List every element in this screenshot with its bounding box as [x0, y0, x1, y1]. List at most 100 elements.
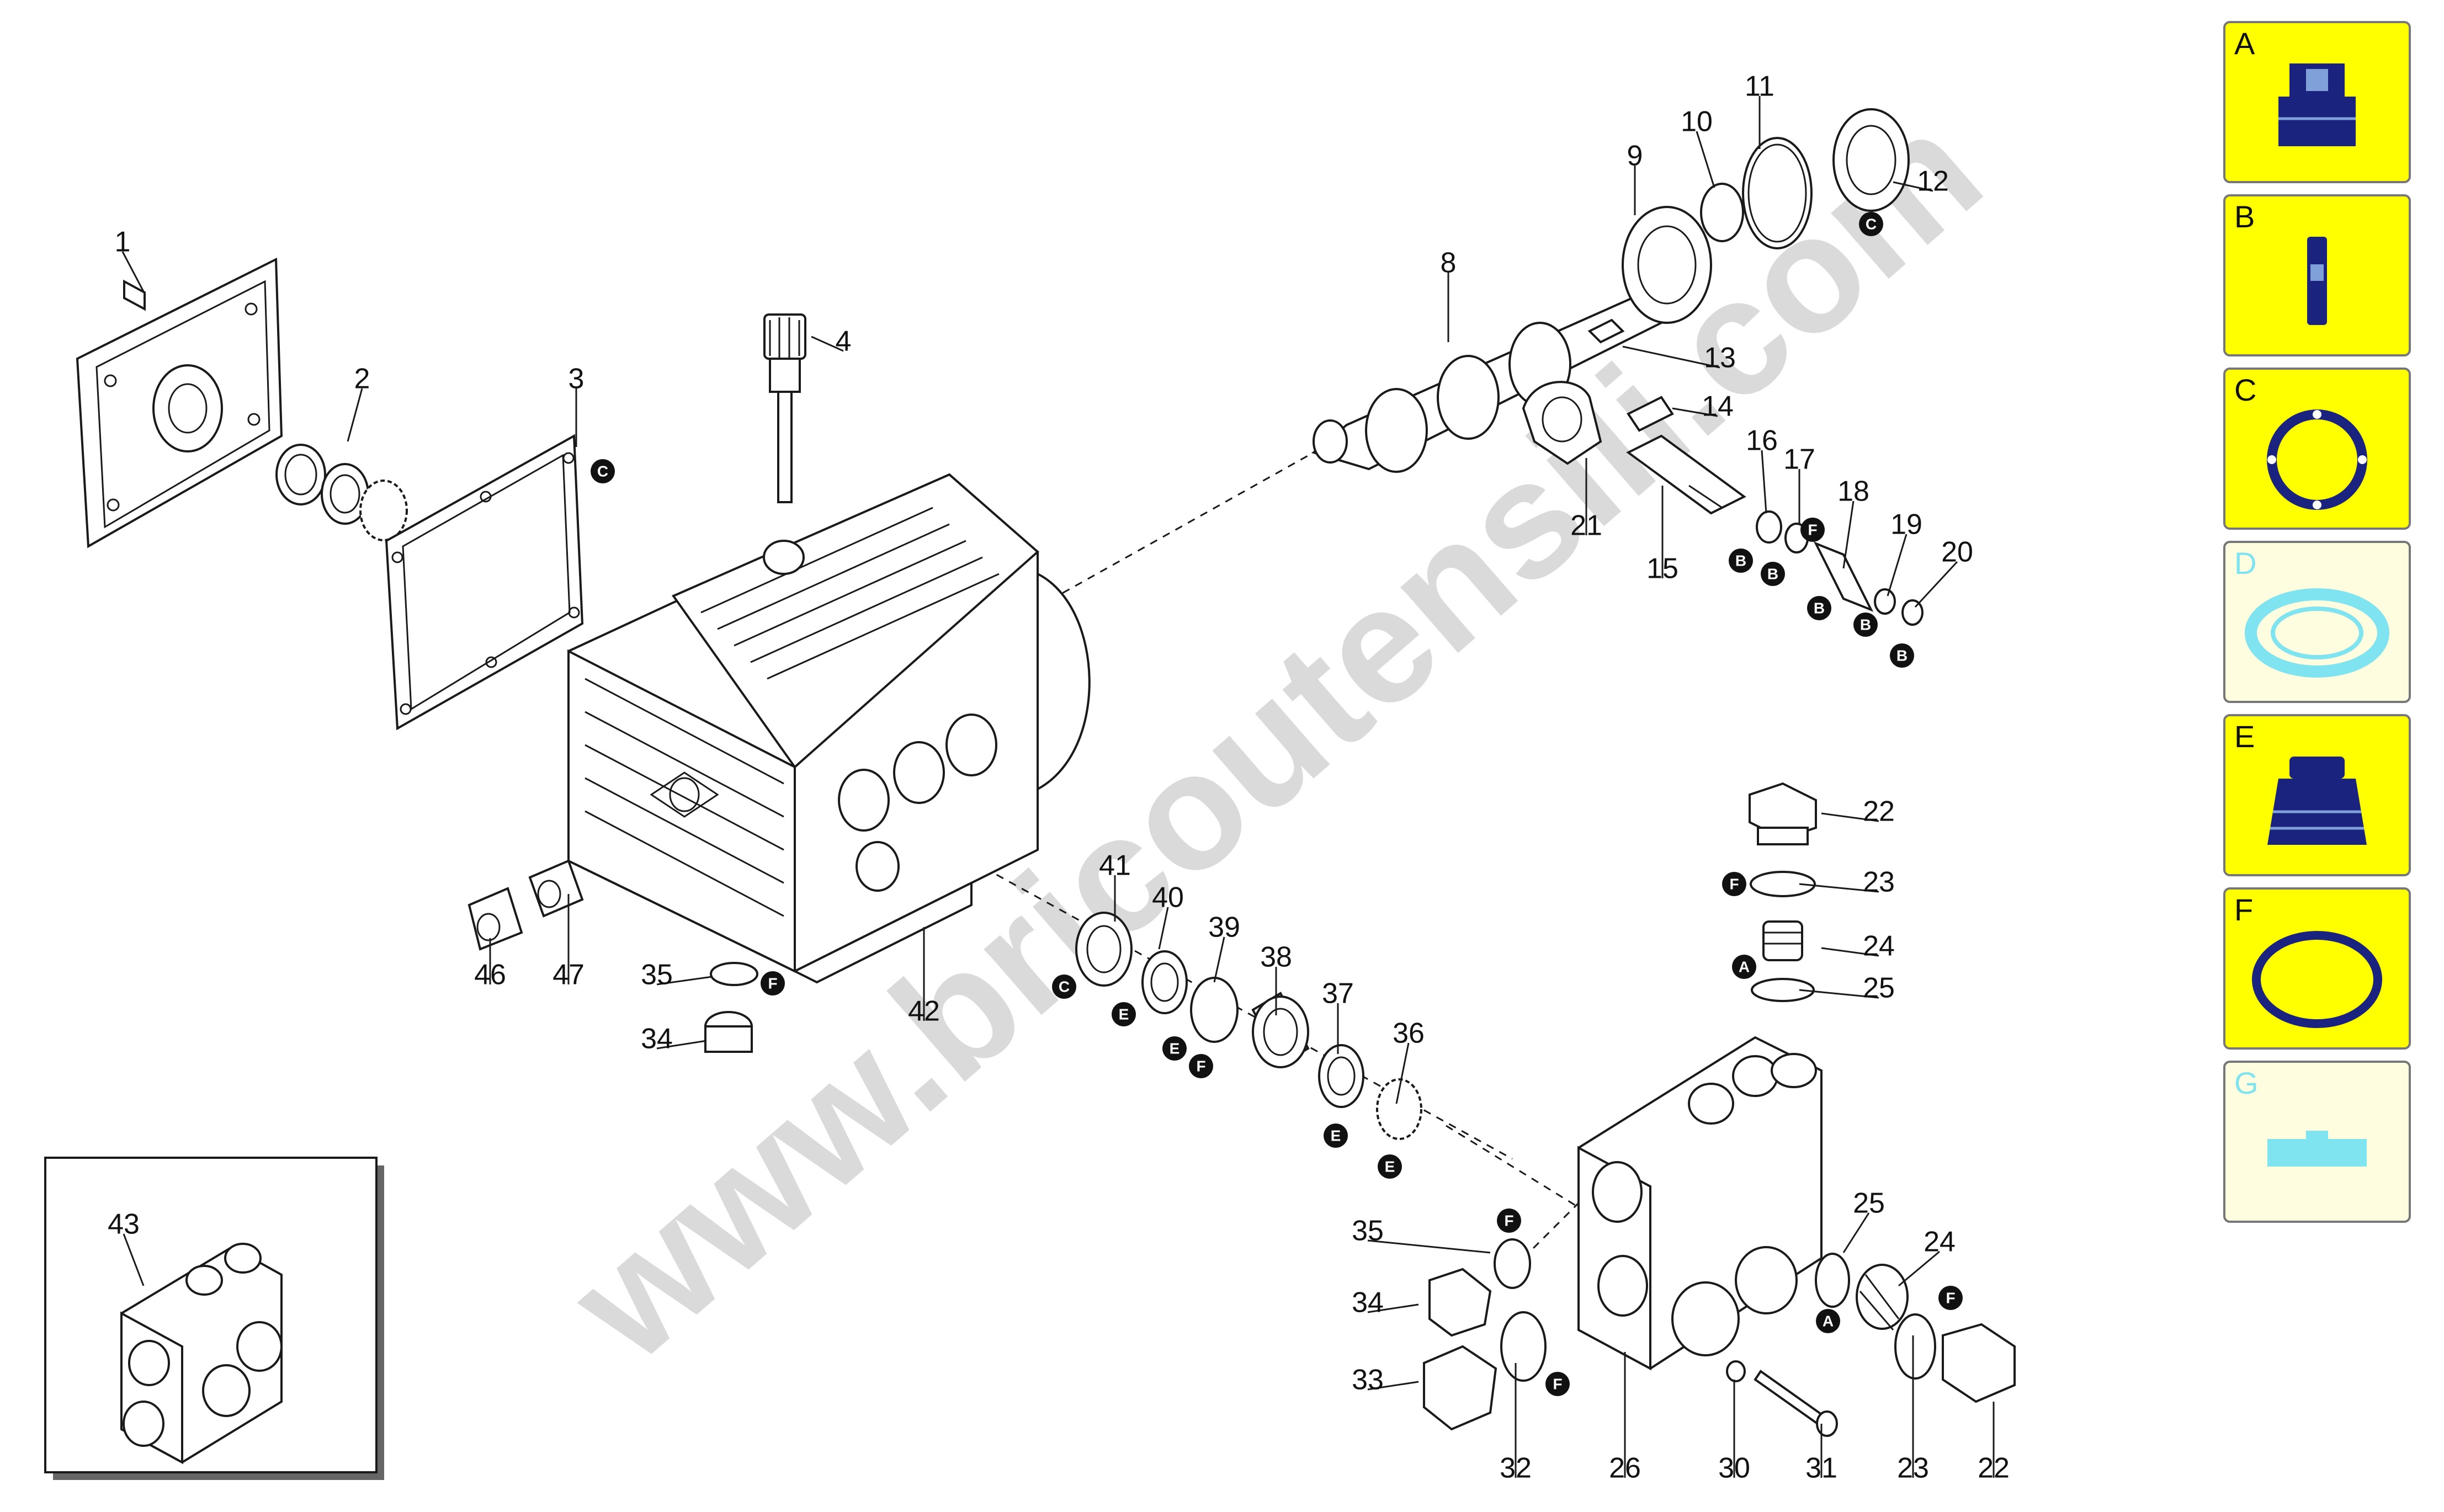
leader-line-p25 — [1799, 989, 1879, 999]
leader-line-p22 — [1821, 812, 1879, 822]
kit-badge-letter: E — [1119, 1005, 1129, 1023]
part-leader-lines — [121, 96, 1995, 1478]
kit-badge: F — [1800, 518, 1825, 542]
oil-dipstick — [763, 313, 806, 503]
kit-badge-letter: A — [1823, 1312, 1834, 1329]
kit-badge: F — [1938, 1286, 1963, 1310]
kit-badge-letter: A — [1739, 958, 1750, 975]
kit-badge-letter: F — [1553, 1375, 1562, 1392]
bushing-46 — [467, 887, 523, 951]
washer-30 — [1726, 1360, 1746, 1382]
part-number-p11: 11 — [1745, 71, 1774, 103]
kit-card-a[interactable]: A — [2223, 21, 2411, 183]
o-ring-25-rear — [1815, 1253, 1850, 1308]
o-ring-23-rear — [1894, 1313, 1936, 1380]
part-number-p8: 8 — [1441, 247, 1457, 279]
part-number-p24b: 24 — [1924, 1226, 1956, 1258]
kit-badge: E — [1112, 1002, 1136, 1026]
kit-card-c[interactable]: C — [2223, 368, 2411, 530]
kit-card-letter: F — [2234, 892, 2253, 927]
kit-card-f[interactable]: F — [2223, 887, 2411, 1050]
leader-line-p43 — [123, 1233, 145, 1286]
spacer-plate-kit-icon — [2267, 1131, 2367, 1167]
kit-badge-letter: E — [1385, 1158, 1395, 1175]
part-number-p26: 26 — [1609, 1452, 1641, 1484]
kit-card-b[interactable]: B — [2223, 194, 2411, 356]
part-number-p32: 32 — [1500, 1452, 1532, 1484]
part-number-p9: 9 — [1627, 140, 1643, 172]
leader-line-p12 — [1893, 181, 1933, 192]
part-number-p37: 37 — [1322, 978, 1354, 1010]
kit-badge-letter: B — [1814, 599, 1825, 616]
kit-badge-letter: B — [1896, 647, 1908, 664]
crankshaft — [1311, 291, 1669, 473]
leader-line-p33 — [1367, 1381, 1419, 1391]
snap-ring-11 — [1742, 137, 1813, 249]
part-number-p12: 12 — [1917, 166, 1949, 198]
kit-badge: C — [1052, 975, 1076, 999]
kit-badge-letter: C — [1866, 215, 1877, 232]
part-number-p31: 31 — [1805, 1452, 1837, 1484]
kit-badge: C — [1859, 212, 1883, 236]
drain-plug-34 — [704, 1011, 753, 1053]
leader-line-p25b — [1842, 1212, 1870, 1253]
leader-line-p13 — [1622, 345, 1720, 369]
kit-card-letter: C — [2234, 372, 2256, 407]
kit-badge-letter: F — [1504, 1212, 1513, 1229]
shaft-seal-rings — [275, 444, 408, 541]
kit-badge-letter: C — [597, 462, 608, 480]
part-number-p1: 1 — [115, 226, 131, 258]
leader-line-p23 — [1799, 883, 1879, 893]
part-number-p2: 2 — [354, 363, 370, 395]
kit-badge-letter: F — [1196, 1057, 1205, 1074]
part-number-p42: 42 — [908, 995, 940, 1027]
leader-line-p35b — [656, 976, 713, 986]
kit-badge: A — [1816, 1309, 1840, 1333]
leader-line-p4 — [811, 336, 844, 352]
part-number-p39: 39 — [1208, 912, 1240, 944]
kit-card-d[interactable]: D — [2223, 541, 2411, 703]
part-number-p46: 46 — [474, 959, 506, 991]
part-number-p22: 22 — [1863, 796, 1895, 828]
kit-badge-letter: E — [1170, 1040, 1180, 1057]
gasket-ring-kit-icon — [2267, 409, 2367, 510]
part-number-p13: 13 — [1704, 342, 1736, 374]
kit-badge-letter: F — [768, 975, 777, 992]
kit-card-g[interactable]: G — [2223, 1061, 2411, 1223]
part-number-p22b: 22 — [1978, 1452, 2010, 1484]
valve-24-rear — [1856, 1264, 1909, 1330]
part-number-p18: 18 — [1837, 476, 1869, 508]
part-number-p24: 24 — [1863, 930, 1895, 962]
connecting-rod — [1522, 381, 1602, 465]
valve-24 — [1762, 920, 1803, 961]
leader-line-p16 — [1761, 450, 1767, 514]
part-number-p14: 14 — [1702, 391, 1734, 423]
bearing-ring-10 — [1700, 183, 1744, 242]
kit-badge-letter: F — [1808, 521, 1817, 538]
oil-seal-12 — [1832, 108, 1910, 212]
part-number-p35: 35 — [1352, 1215, 1384, 1247]
part-number-p25b: 25 — [1853, 1188, 1885, 1220]
kit-badge-letter: B — [1735, 552, 1746, 569]
part-number-p16: 16 — [1746, 425, 1778, 457]
leader-line-p18 — [1842, 501, 1855, 569]
kit-badge: B — [1807, 596, 1831, 620]
part-number-p38: 38 — [1260, 941, 1292, 973]
kit-badge-letter: B — [1767, 565, 1778, 582]
leader-line-p2 — [347, 388, 363, 442]
kit-badge: F — [761, 971, 785, 995]
part-number-p34: 34 — [1352, 1287, 1384, 1319]
bolt-31 — [1754, 1370, 1838, 1437]
part-number-p4: 4 — [836, 326, 852, 358]
part-number-p41: 41 — [1099, 850, 1131, 882]
kit-badge: C — [591, 459, 615, 483]
valve-seat-kit-icon — [2278, 63, 2356, 146]
leader-line-p24 — [1821, 947, 1879, 957]
kit-badge: E — [1162, 1036, 1187, 1061]
leader-line-p34b — [656, 1040, 707, 1050]
kit-card-e[interactable]: E — [2223, 714, 2411, 876]
part-number-p35b: 35 — [641, 959, 673, 991]
piston-parts — [1756, 510, 1924, 626]
